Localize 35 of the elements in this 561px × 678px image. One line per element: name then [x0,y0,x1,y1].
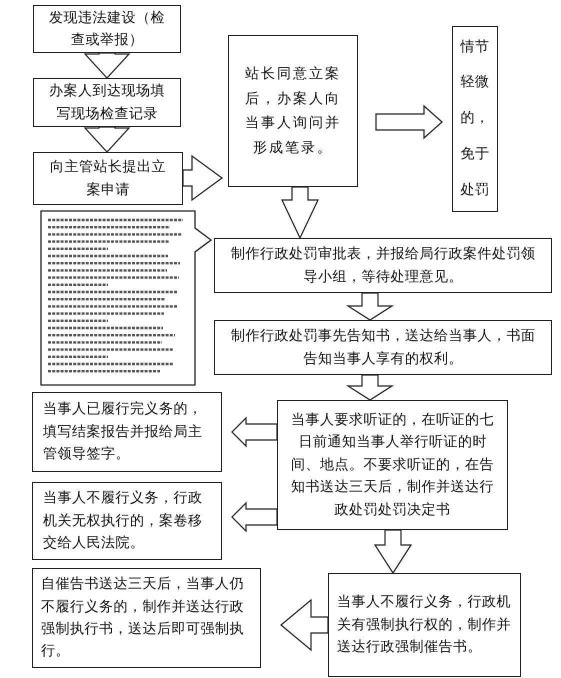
box-text: 办案人到达现场填写现场检查记录 [48,82,166,124]
process-box [32,392,222,472]
process-box [33,78,181,127]
process-box [277,400,508,530]
box-text: 自催告书送达三天后，当事人仍不履行义务的，制作并送达行政强制执行书，送达后即可强制执行。 [41,575,245,662]
block-arrow [346,374,394,401]
process-box [33,5,181,53]
process-box [33,152,183,205]
block-arrow [375,104,443,140]
process-box [328,573,521,677]
block-arrow [280,598,329,652]
block-arrow [182,154,224,202]
box-text: 当事人已履行完义务的，填写结案报告并报给局主管领导签字。 [43,400,204,464]
box-text: 制作行政处罚审批表，并报给局行政案件处罚领导小组，等待处理意见。 [230,245,536,286]
block-arrow [231,416,278,448]
box-text: 当事人要求听证的，在听证的七日前通知当事人举行听证的时间、地点。不要求听证的，在告知书送达三天后，制作并送达行政处罚处罚决定书 [290,411,495,520]
process-box [452,26,498,212]
block-arrow [84,126,130,153]
box-text: 当事人不履行义务，行政机关有强制执行权的，制作并送达行政强制催告书。 [337,593,512,658]
process-box [32,482,222,560]
block-arrow [281,186,319,240]
process-box [228,35,358,187]
process-box [214,320,552,375]
box-text: 发现违法建设（检查或举报） [48,8,166,50]
process-box [32,568,261,668]
block-arrow [231,502,278,532]
box-text: 站长同意立案后，办案人向当事人询问并形成笔录。 [245,65,341,158]
block-arrow [84,52,130,79]
block-arrow [346,292,394,321]
box-text: 当事人不履行义务，行政机关无权执行的，案卷移交给人民法院。 [43,489,204,554]
box-text: 情节轻微的，免于处罚 [460,38,490,200]
box-text: 向主管站长提出立案申请 [49,158,167,200]
block-arrow [374,529,412,574]
box-text: 制作行政处罚事先告知书，送达给当事人，书面告知当事人享有的权利。 [230,327,536,368]
process-box [214,238,552,293]
